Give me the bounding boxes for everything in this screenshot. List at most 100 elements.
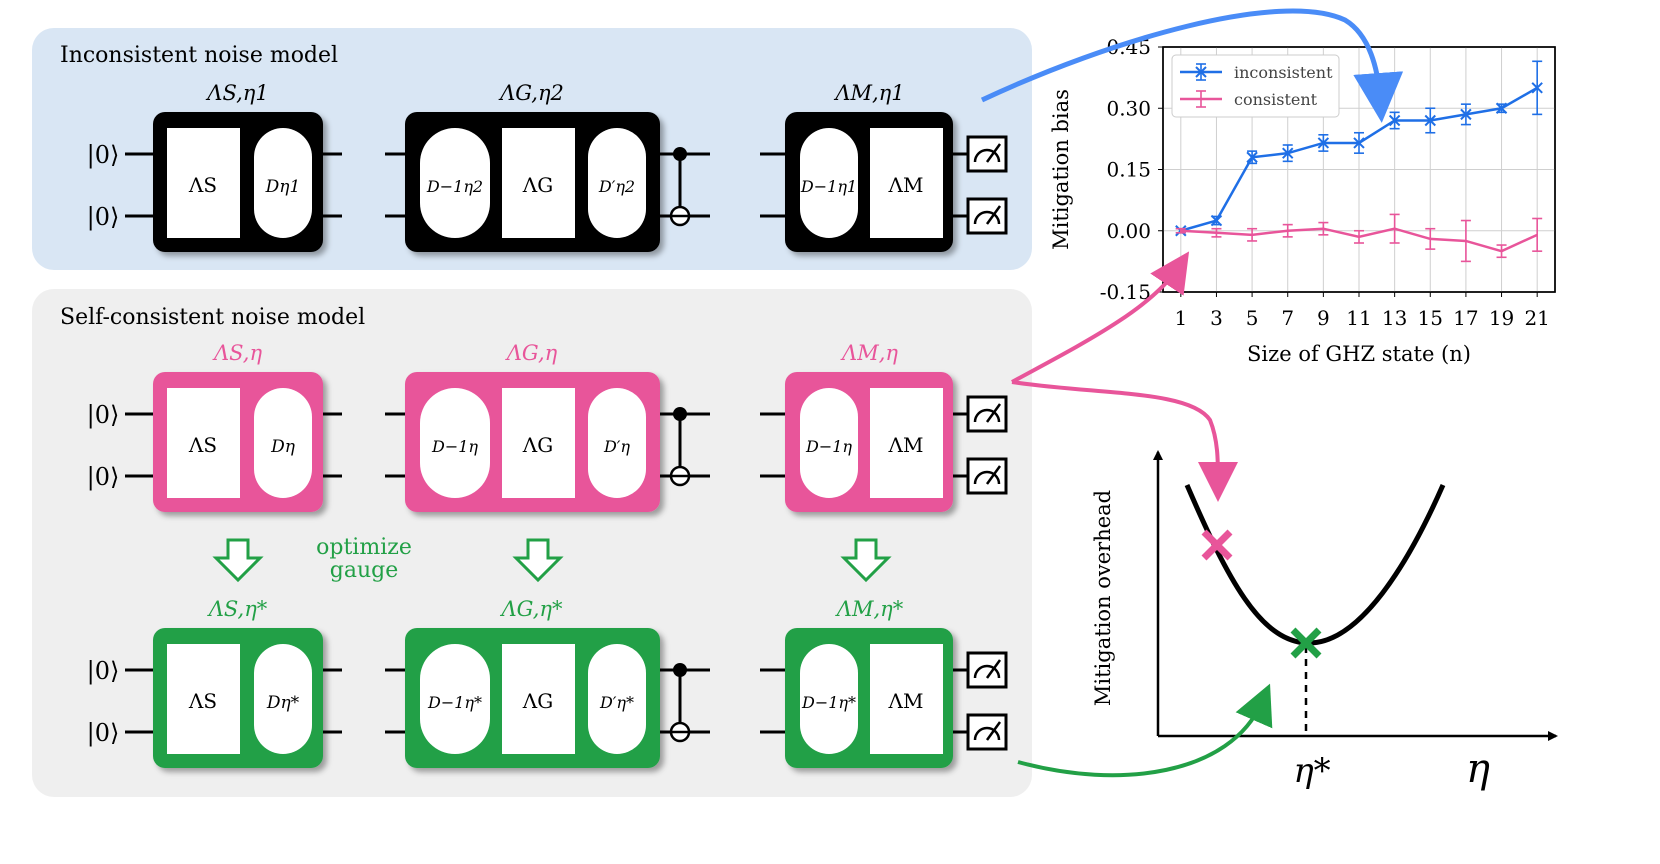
data-point-marker [1317, 137, 1330, 149]
gate-box [502, 644, 575, 754]
ket-zero-label: |0⟩ [87, 657, 120, 686]
data-point-marker [1531, 82, 1543, 94]
meter-frame [966, 457, 1008, 495]
gate-label: ΛM [888, 689, 924, 713]
self-consistent-panel-title: Self-consistent noise model [60, 305, 365, 330]
ket-zero-label: |0⟩ [87, 463, 120, 492]
meter-arc [973, 726, 1001, 741]
channel-label: ΛG,η [505, 341, 558, 365]
data-point-marker [1495, 102, 1508, 114]
cnot-control-dot [673, 407, 687, 421]
channel-label: ΛM,η [840, 341, 898, 365]
cnot-control-dot [673, 147, 687, 161]
channel-label: ΛG,η* [500, 597, 563, 621]
measurement-meter-icon [966, 713, 1008, 751]
channel-label: ΛS,η* [207, 597, 268, 621]
ket-zero-label: |0⟩ [87, 141, 120, 170]
gate-label: D′η2 [598, 177, 635, 196]
tick-label-y: 0.00 [1106, 219, 1151, 243]
meter-needle [985, 403, 1002, 423]
meter-needle [985, 465, 1002, 485]
gate-label: ΛG [522, 433, 553, 457]
meter-needle [985, 721, 1002, 741]
gate-label: D−1η* [801, 693, 856, 712]
meter-needle [985, 205, 1002, 225]
tick-label-y: 0.15 [1106, 158, 1151, 182]
gate-pill [420, 644, 490, 754]
channel-label: ΛM,η1 [833, 81, 904, 105]
meter-frame [966, 651, 1008, 689]
optimized-point-marker [1290, 627, 1322, 659]
inconsistent-panel-title: Inconsistent noise model [60, 43, 338, 68]
gate-pill [254, 128, 312, 238]
measurement-meter-icon [966, 457, 1008, 495]
tick-label-x: 21 [1524, 306, 1549, 330]
gate-box [167, 644, 240, 754]
meter-arc [973, 470, 1001, 485]
green-connector-arrow [1017, 683, 1273, 778]
meter-frame [966, 713, 1008, 751]
gate-label: D−1η [805, 437, 852, 456]
ket-zero-label: |0⟩ [87, 719, 120, 748]
gate-label: ΛS [188, 173, 217, 197]
measurement-meter-icon [966, 395, 1008, 433]
optimize-label-line1: optimize [316, 535, 412, 560]
tick-label-x: 1 [1174, 306, 1187, 330]
legend-label: consistent [1234, 90, 1318, 109]
data-point-marker [1424, 114, 1436, 127]
tick-label-x: 17 [1453, 306, 1478, 330]
gate-pill [588, 128, 646, 238]
data-point-marker [1210, 214, 1223, 227]
legend-box [1171, 54, 1340, 118]
channel-label: ΛG,η2 [498, 81, 564, 105]
gate-label: D′η* [599, 693, 634, 712]
gate-pill [800, 128, 858, 238]
gate-label: Dη [270, 437, 296, 457]
gate-label: ΛS [188, 433, 217, 457]
series-inconsistent [1175, 60, 1543, 237]
gate-box [167, 128, 240, 238]
measurement-meter-icon [966, 651, 1008, 689]
gate-label: ΛS [188, 689, 217, 713]
gate-label: Dη1 [265, 177, 301, 197]
legend-label: inconsistent [1234, 63, 1333, 82]
tick-label-x: 3 [1210, 306, 1223, 330]
meter-frame [966, 395, 1008, 433]
meter-arc [973, 408, 1001, 423]
gate-label: D−1η [431, 437, 478, 456]
gate-box [167, 388, 240, 498]
pink-connector-arrow-to-overhead [1011, 380, 1238, 502]
gate-label: D′η [603, 437, 630, 456]
gate-pill [800, 644, 858, 754]
y-axis-label: Mitigation overhead [1091, 490, 1115, 706]
channel-label: ΛS,η1 [205, 81, 268, 105]
optimize-label-line2: gauge [330, 558, 398, 583]
data-point-marker [1246, 151, 1258, 163]
pink-connector-arrow-to-bias [1011, 251, 1190, 384]
down-arrow-icon [212, 538, 264, 583]
meter-arc [973, 210, 1001, 225]
blue-connector-arrow [980, 8, 1404, 123]
gate-label: D−1η* [427, 693, 482, 712]
meter-frame [966, 135, 1008, 173]
meter-needle [985, 143, 1002, 163]
channel-label: ΛM,η* [835, 597, 904, 621]
meter-needle [985, 659, 1002, 679]
consistent-point-marker [1201, 529, 1233, 561]
gate-box [870, 388, 943, 498]
gate-pill [254, 644, 312, 754]
down-arrow-icon [512, 538, 564, 583]
measurement-meter-icon [966, 197, 1008, 235]
gate-box [870, 128, 943, 238]
gate-pill [254, 388, 312, 498]
gate-pill [420, 388, 490, 498]
y-axis-label: Mitigation bias [1049, 89, 1073, 250]
chart-legend: inconsistent consistent [1171, 54, 1340, 118]
meter-arc [973, 664, 1001, 679]
ket-zero-label: |0⟩ [87, 401, 120, 430]
meter-frame [966, 197, 1008, 235]
